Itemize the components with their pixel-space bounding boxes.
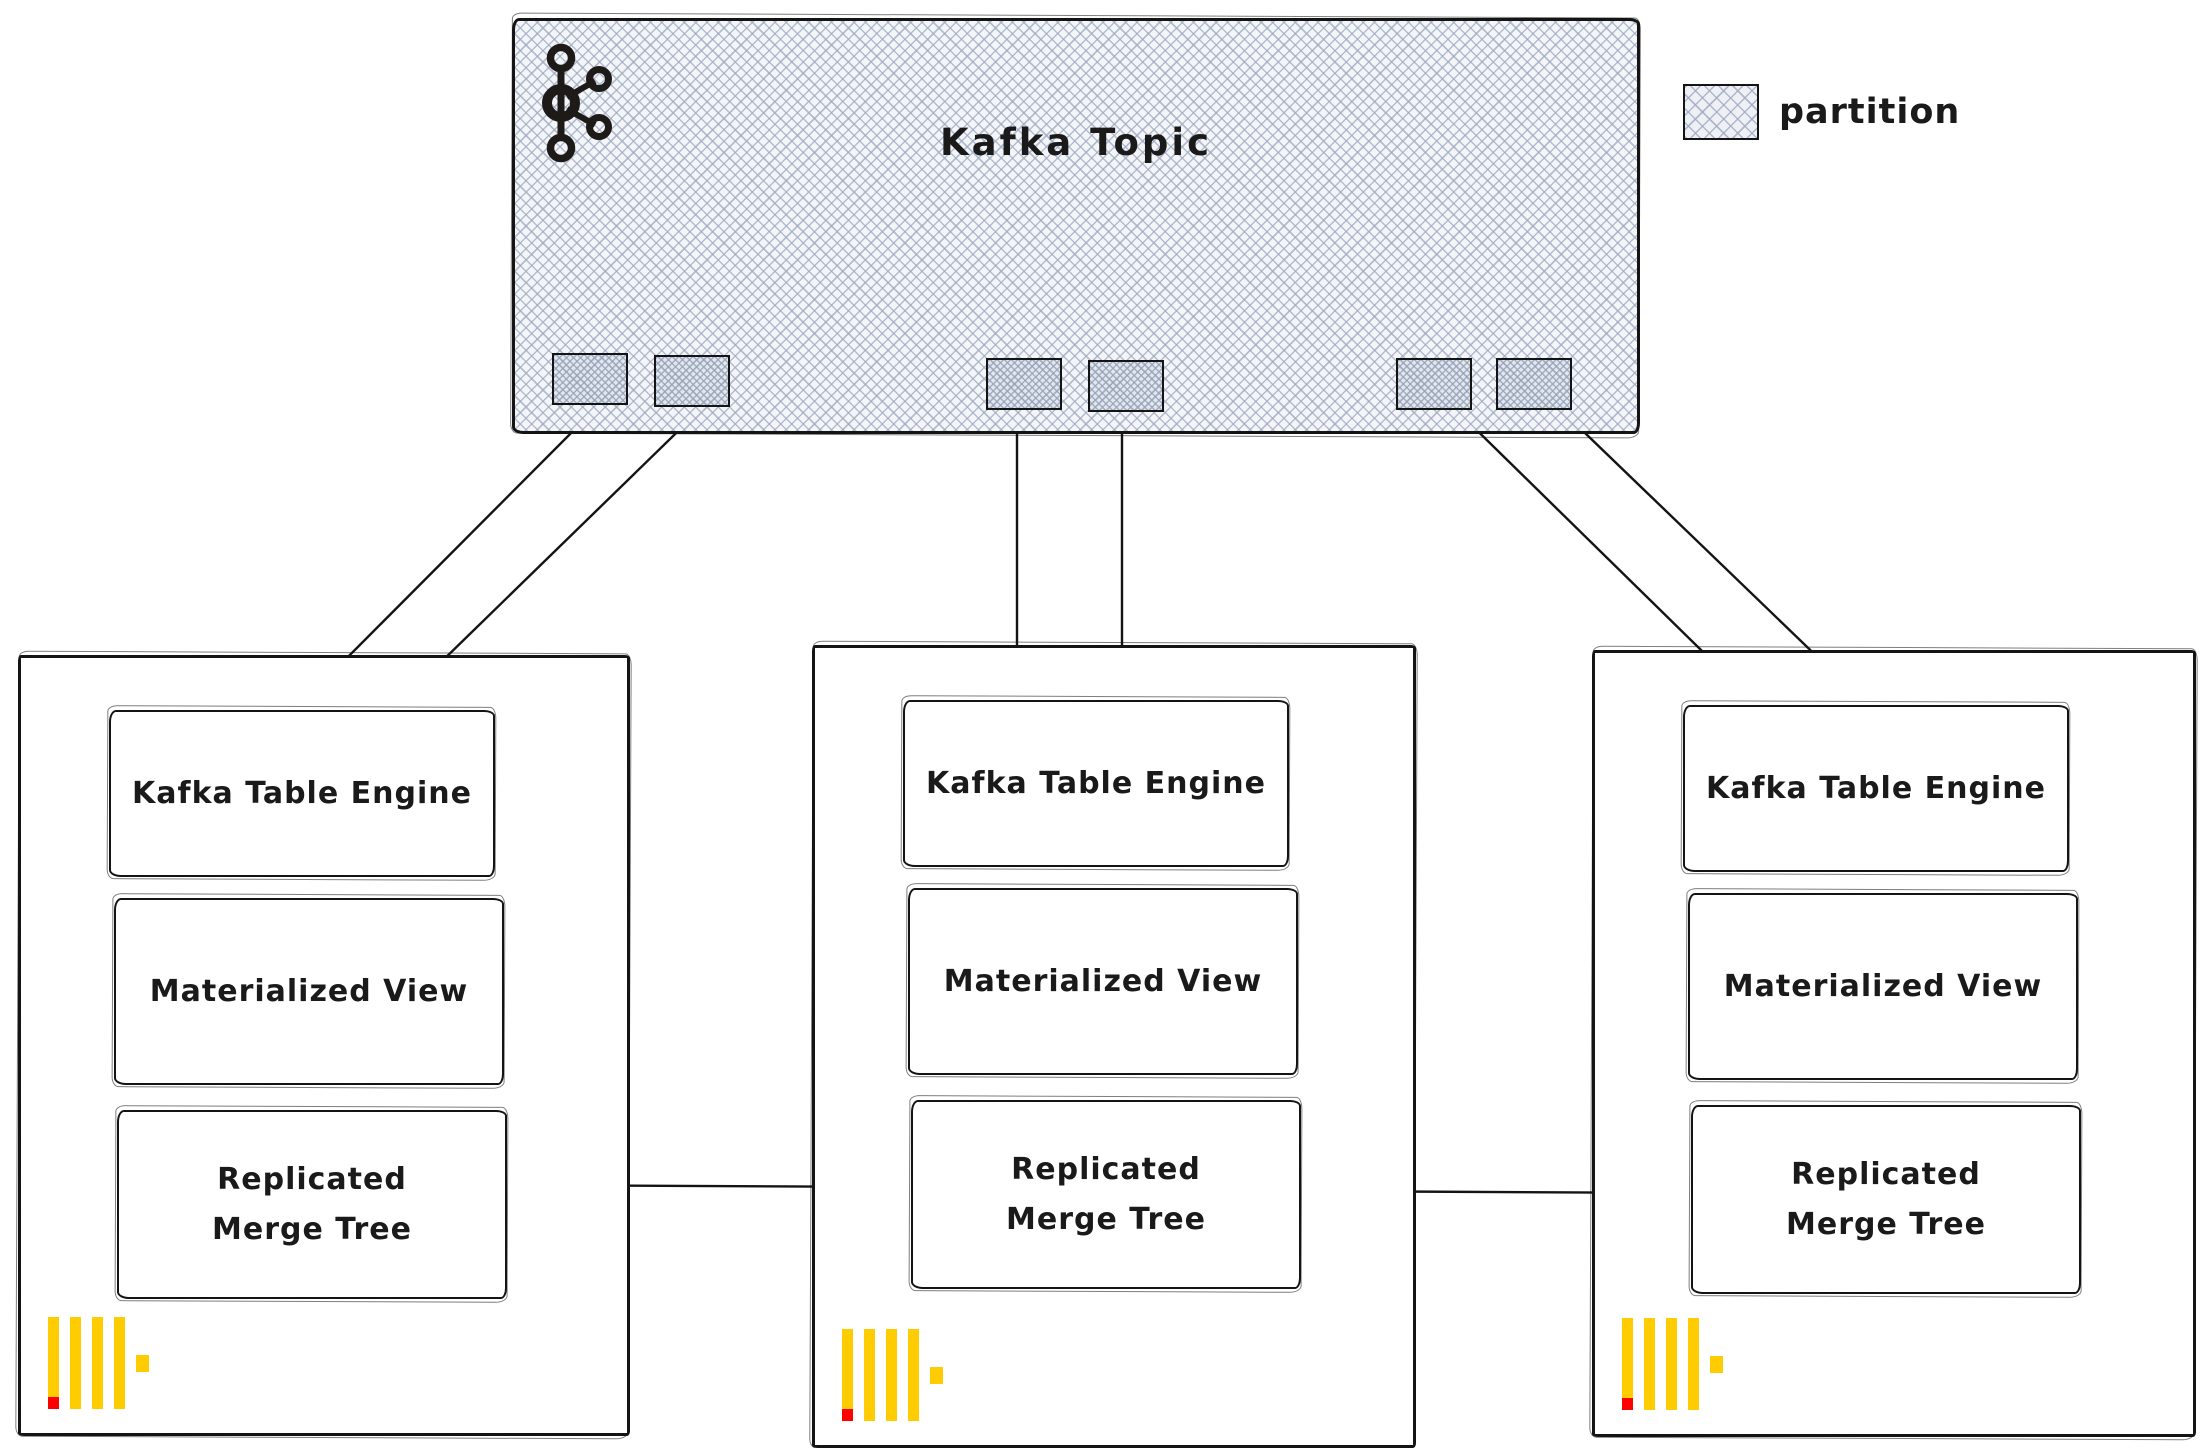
kafka-table-engine-box-3[interactable]: Kafka Table Engine	[1683, 705, 2069, 872]
replicated-merge-tree-label: Replicated Merge Tree	[1006, 1152, 1206, 1237]
materialized-view-box-3[interactable]: Materialized View	[1688, 893, 2078, 1080]
partition-4[interactable]	[1088, 360, 1164, 412]
partition-3[interactable]	[986, 358, 1062, 410]
partition-1[interactable]	[552, 353, 628, 405]
partition-2[interactable]	[654, 355, 730, 407]
materialized-view-label: Materialized View	[1723, 968, 2043, 1004]
clickhouse-logo-icon	[48, 1317, 149, 1409]
clickhouse-node-2[interactable]: Kafka Table Engine Materialized View Rep…	[812, 645, 1416, 1448]
materialized-view-label: Materialized View	[943, 963, 1263, 999]
materialized-view-label: Materialized View	[149, 973, 469, 1009]
kafka-table-engine-label: Kafka Table Engine	[1706, 770, 2046, 806]
kafka-table-engine-box-1[interactable]: Kafka Table Engine	[109, 710, 495, 877]
replicated-merge-tree-label: Replicated Merge Tree	[1786, 1157, 1986, 1242]
replicated-merge-tree-box-3[interactable]: Replicated Merge Tree	[1691, 1105, 2081, 1294]
replicated-merge-tree-box-1[interactable]: Replicated Merge Tree	[117, 1110, 507, 1299]
clickhouse-node-1[interactable]: Kafka Table Engine Materialized View Rep…	[18, 655, 630, 1436]
partition-6[interactable]	[1496, 358, 1572, 410]
legend: partition	[1683, 84, 1960, 140]
kafka-table-engine-label: Kafka Table Engine	[132, 775, 472, 811]
partition-swatch-icon	[1683, 84, 1759, 140]
kafka-logo-icon	[542, 43, 612, 163]
clickhouse-node-3[interactable]: Kafka Table Engine Materialized View Rep…	[1592, 650, 2196, 1437]
clickhouse-logo-icon	[842, 1329, 943, 1421]
kafka-topic-title: Kafka Topic	[939, 121, 1213, 164]
replicated-merge-tree-label: Replicated Merge Tree	[212, 1162, 412, 1247]
kafka-table-engine-label: Kafka Table Engine	[926, 765, 1266, 801]
kafka-table-engine-box-2[interactable]: Kafka Table Engine	[903, 700, 1289, 867]
kafka-topic-box[interactable]: Kafka Topic	[512, 18, 1640, 434]
clickhouse-logo-icon	[1622, 1318, 1723, 1410]
legend-label: partition	[1779, 92, 1961, 132]
replicated-merge-tree-box-2[interactable]: Replicated Merge Tree	[911, 1100, 1301, 1289]
materialized-view-box-2[interactable]: Materialized View	[908, 888, 1298, 1075]
partition-5[interactable]	[1396, 358, 1472, 410]
materialized-view-box-1[interactable]: Materialized View	[114, 898, 504, 1085]
